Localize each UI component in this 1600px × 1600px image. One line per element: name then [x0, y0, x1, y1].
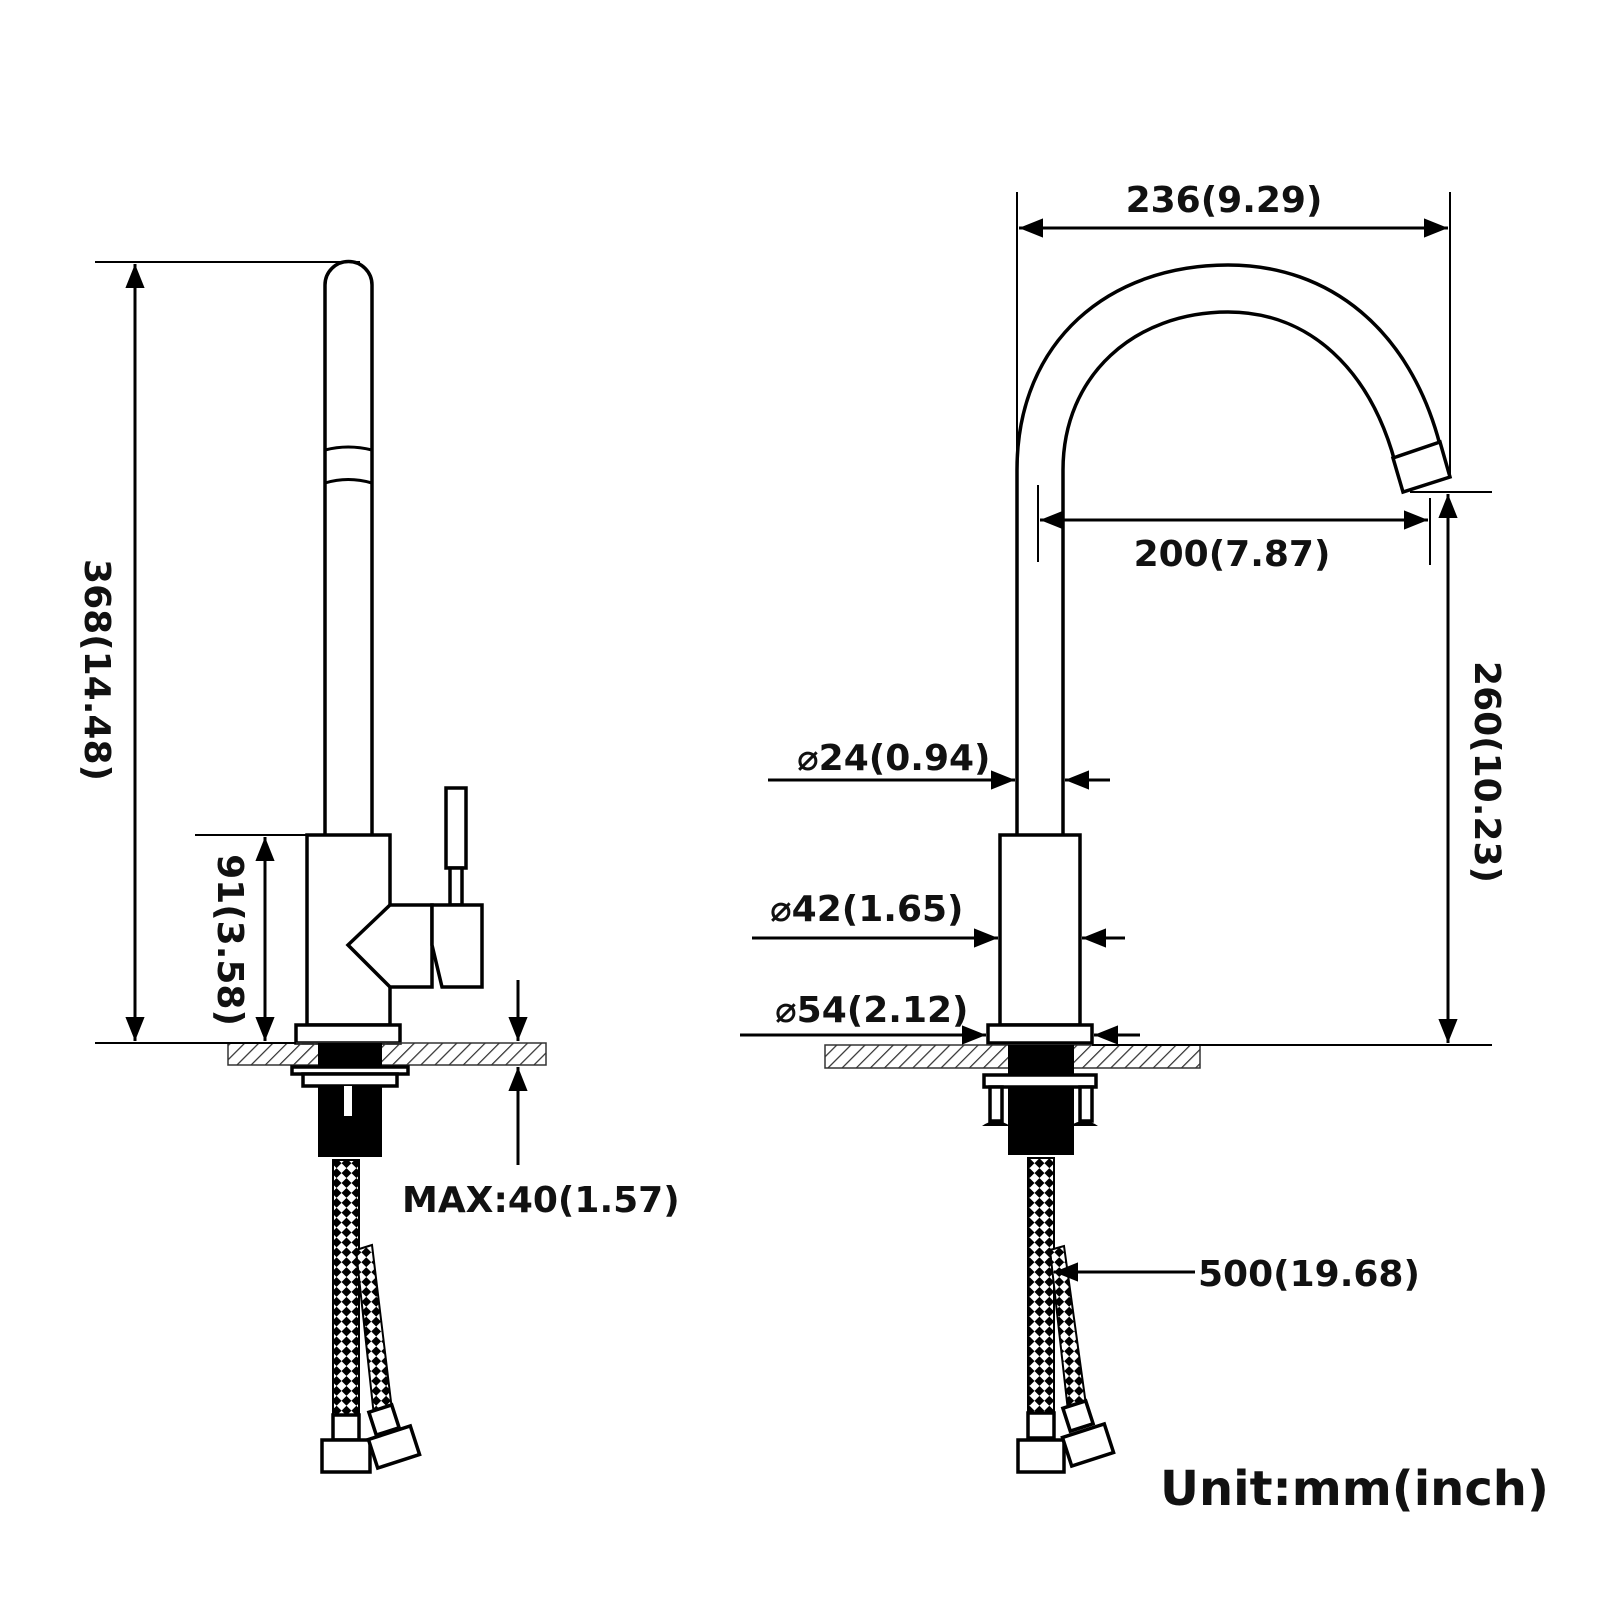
reach-overall-label: 236(9.29) [1126, 180, 1323, 221]
mounting-shank [1008, 1045, 1074, 1155]
hose-connector [1016, 1438, 1066, 1474]
nut [982, 1073, 1098, 1089]
front-view-faucet [824, 263, 1453, 1474]
spout-diameter-label: ⌀24(0.94) [797, 738, 991, 779]
body-diameter-label: ⌀42(1.65) [770, 889, 964, 930]
dimension-base-diameter: ⌀54(2.12) [740, 990, 1140, 1045]
hose-fitting [1060, 1398, 1096, 1434]
nut [301, 1072, 399, 1088]
base-plate [986, 1023, 1094, 1045]
hose-fitting [1026, 1411, 1056, 1440]
handle-lever [444, 786, 468, 870]
hose [332, 1159, 360, 1416]
handle-stem [448, 866, 464, 907]
unit-label: Unit:mm(inch) [1160, 1461, 1549, 1517]
reach-spout-label: 200(7.87) [1134, 534, 1331, 575]
dimension-body-diameter: ⌀42(1.65) [752, 889, 1125, 948]
spout-height-label: 260(10.23) [1466, 661, 1507, 883]
dimension-max-counter-thickness: MAX:40(1.57) [402, 980, 680, 1221]
bolt [988, 1085, 1004, 1123]
base-diameter-label: ⌀54(2.12) [775, 990, 969, 1031]
dimension-total-height: 368(14.48) [76, 261, 360, 1044]
hose-fitting [331, 1413, 361, 1442]
hose-connector [320, 1438, 372, 1474]
side-view-faucet [227, 259, 547, 1474]
hose-connector [1060, 1421, 1116, 1469]
spout-tube [323, 259, 374, 835]
handle-cone [345, 903, 434, 989]
dimension-reach-overall: 236(9.29) [1016, 180, 1451, 478]
hose [1027, 1157, 1055, 1414]
countertop [227, 1042, 547, 1066]
body-height-label: 91(3.58) [209, 854, 250, 1026]
shank-slot [344, 1086, 352, 1116]
dimension-reach-spout: 200(7.87) [1037, 485, 1431, 575]
hose [354, 1243, 394, 1418]
handle-block [430, 903, 484, 989]
dimension-body-height: 91(3.58) [195, 834, 307, 1041]
max-counter-thickness-label: MAX:40(1.57) [402, 1180, 680, 1221]
bolt [1078, 1085, 1094, 1123]
hose-fitting [366, 1402, 402, 1438]
total-height-label: 368(14.48) [76, 559, 117, 781]
hose-connector [366, 1423, 422, 1471]
dimension-hose-length: 500(19.68) [1054, 1254, 1420, 1295]
gooseneck-spout [1015, 263, 1443, 835]
dimension-spout-height: 260(10.23) [1092, 491, 1507, 1046]
valve-body [998, 833, 1082, 1027]
dimension-spout-diameter: ⌀24(0.94) [768, 738, 1110, 790]
bolt-heads [982, 1121, 1098, 1126]
hose-length-label: 500(19.68) [1198, 1254, 1420, 1295]
spout-ring [324, 445, 373, 485]
base-plate [294, 1023, 402, 1045]
